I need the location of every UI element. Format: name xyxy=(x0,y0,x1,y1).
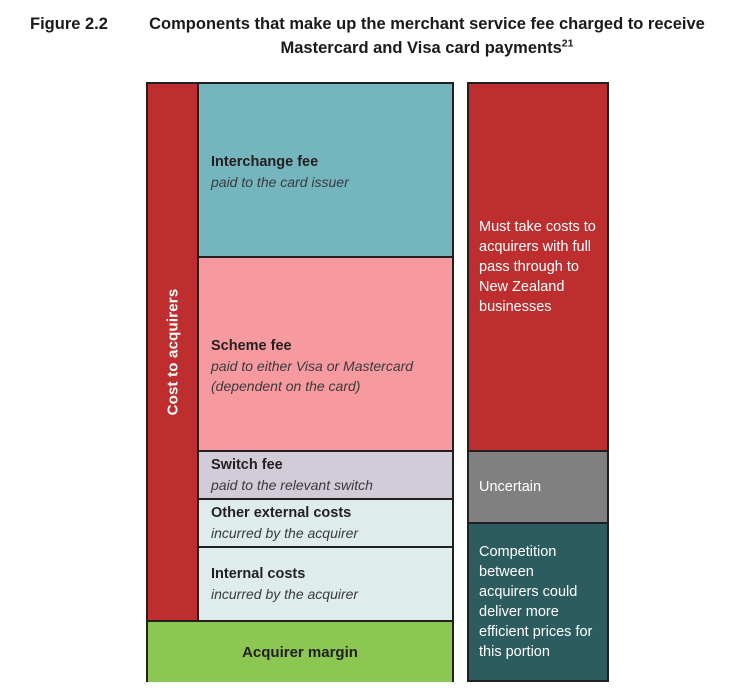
footnote-marker: 21 xyxy=(561,37,574,50)
uncertain-note-text: Uncertain xyxy=(479,479,542,495)
scheme-fee-subtitle: paid to either Visa or Mastercard xyxy=(211,358,414,374)
commentary-column: Must take costs to acquirers with full p… xyxy=(467,82,609,682)
pass-through-note-block[interactable]: Must take costs to acquirers with full p… xyxy=(469,84,607,452)
cost-to-acquirers-group: Cost to acquirers Interchange fee paid t… xyxy=(148,84,452,620)
fee-stack: Interchange fee paid to the card issuer … xyxy=(199,84,452,620)
cost-breakdown-column: Cost to acquirers Interchange fee paid t… xyxy=(146,82,454,682)
scheme-fee-subtitle-2: (dependent on the card) xyxy=(211,378,361,394)
uncertain-note-block[interactable]: Uncertain xyxy=(469,452,607,524)
other-external-costs-title: Other external costs xyxy=(211,505,352,521)
internal-costs-subtitle: incurred by the acquirer xyxy=(211,586,359,602)
cost-to-acquirers-band: Cost to acquirers xyxy=(148,84,199,620)
competition-note-block[interactable]: Competition between acquirers could deli… xyxy=(469,524,607,680)
interchange-fee-block[interactable]: Interchange fee paid to the card issuer xyxy=(199,84,452,258)
competition-note-text: Competition between acquirers could deli… xyxy=(479,544,593,660)
interchange-fee-title: Interchange fee xyxy=(211,154,319,170)
switch-fee-title: Switch fee xyxy=(211,457,283,473)
cost-to-acquirers-label: Cost to acquirers xyxy=(164,288,181,416)
scheme-fee-title: Scheme fee xyxy=(211,338,292,354)
figure-title-text: Components that make up the merchant ser… xyxy=(149,15,705,57)
figure-label: Figure 2.2 xyxy=(30,15,108,33)
internal-costs-block[interactable]: Internal costs incurred by the acquirer xyxy=(199,548,452,620)
interchange-fee-subtitle: paid to the card issuer xyxy=(211,174,349,190)
other-external-costs-subtitle: incurred by the acquirer xyxy=(211,525,359,541)
other-external-costs-block[interactable]: Other external costs incurred by the acq… xyxy=(199,500,452,548)
acquirer-margin-label: Acquirer margin xyxy=(242,643,358,661)
scheme-fee-block[interactable]: Scheme fee paid to either Visa or Master… xyxy=(199,258,452,452)
internal-costs-title: Internal costs xyxy=(211,566,306,582)
figure-caption: Figure 2.2 Components that make up the m… xyxy=(0,12,742,60)
pass-through-note-text: Must take costs to acquirers with full p… xyxy=(479,219,596,315)
acquirer-margin-block[interactable]: Acquirer margin xyxy=(148,620,452,682)
page-title: Components that make up the merchant ser… xyxy=(126,12,728,60)
switch-fee-subtitle: paid to the relevant switch xyxy=(211,477,373,493)
switch-fee-block[interactable]: Switch fee paid to the relevant switch xyxy=(199,452,452,500)
